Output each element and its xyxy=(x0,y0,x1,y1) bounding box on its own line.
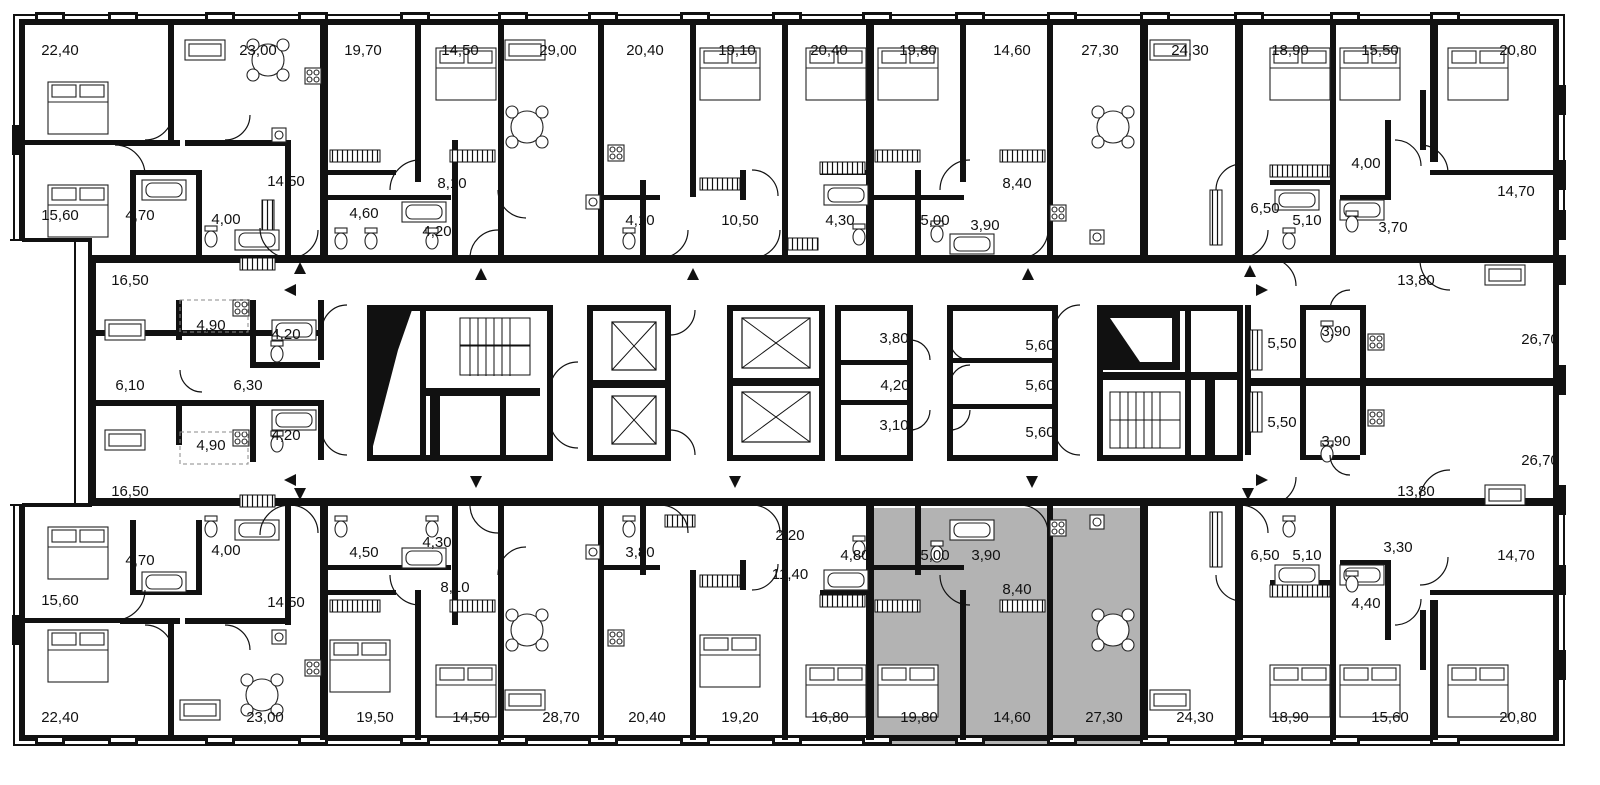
room-area-label: 3,90 xyxy=(1321,323,1350,340)
room-area-label: 4,90 xyxy=(196,437,225,454)
room-area-label: 19,80 xyxy=(899,42,937,59)
room-area-label: 19,70 xyxy=(344,42,382,59)
room-area-label: 3,90 xyxy=(1321,433,1350,450)
room-area-label: 15,50 xyxy=(1361,42,1399,59)
room-area-label: 5,50 xyxy=(1267,414,1296,431)
room-area-label: 4,20 xyxy=(271,427,300,444)
room-area-label: 4,70 xyxy=(125,207,154,224)
room-area-label: 19,20 xyxy=(721,709,759,726)
room-area-label: 29,00 xyxy=(539,42,577,59)
room-area-label: 14,50 xyxy=(452,709,490,726)
room-area-label: 5,10 xyxy=(1292,547,1321,564)
room-area-label: 4,30 xyxy=(825,212,854,229)
room-area-label: 3,30 xyxy=(1383,539,1412,556)
room-area-label: 6,10 xyxy=(115,377,144,394)
corridor-walls xyxy=(90,255,1560,506)
room-area-label: 22,40 xyxy=(41,709,79,726)
room-area-label: 23,00 xyxy=(246,709,284,726)
room-area-label: 5,00 xyxy=(920,212,949,229)
room-area-label: 15,60 xyxy=(41,592,79,609)
room-area-label: 6,30 xyxy=(233,377,262,394)
room-area-label: 4,50 xyxy=(349,544,378,561)
room-area-label: 13,80 xyxy=(1397,483,1435,500)
room-area-label: 15,60 xyxy=(1371,709,1409,726)
room-area-label: 3,10 xyxy=(879,417,908,434)
right-wing xyxy=(1245,305,1565,460)
doors xyxy=(114,111,1451,654)
room-area-label: 19,10 xyxy=(718,42,756,59)
room-area-label: 24,30 xyxy=(1176,709,1214,726)
room-area-label: 4,20 xyxy=(422,223,451,240)
room-area-label: 6,50 xyxy=(1250,200,1279,217)
room-area-label: 5,60 xyxy=(1025,424,1054,441)
room-area-label: 4,90 xyxy=(196,317,225,334)
room-area-label: 16,50 xyxy=(111,272,149,289)
room-area-label: 18,90 xyxy=(1271,42,1309,59)
room-area-label: 4,70 xyxy=(125,552,154,569)
room-area-label: 13,80 xyxy=(1397,272,1435,289)
room-area-label: 16,80 xyxy=(811,709,849,726)
room-area-label: 14,60 xyxy=(993,42,1031,59)
room-area-label: 27,30 xyxy=(1085,709,1123,726)
room-area-label: 4,20 xyxy=(271,326,300,343)
room-area-label: 4,60 xyxy=(349,205,378,222)
room-area-label: 4,00 xyxy=(211,211,240,228)
room-area-label: 3,90 xyxy=(971,547,1000,564)
room-area-label: 8,10 xyxy=(437,175,466,192)
room-area-label: 24,30 xyxy=(1171,42,1209,59)
room-area-label: 22,40 xyxy=(41,42,79,59)
room-area-label: 14,50 xyxy=(267,594,305,611)
room-area-label: 5,60 xyxy=(1025,377,1054,394)
room-area-label: 4,10 xyxy=(625,212,654,229)
room-area-label: 4,40 xyxy=(1351,595,1380,612)
room-area-label: 23,00 xyxy=(239,42,277,59)
room-area-label: 8,40 xyxy=(1002,175,1031,192)
room-area-label: 3,90 xyxy=(970,217,999,234)
storage-outlines xyxy=(179,299,249,465)
room-area-label: 5,60 xyxy=(1025,337,1054,354)
room-area-label: 14,70 xyxy=(1497,183,1535,200)
room-area-label: 14,60 xyxy=(993,709,1031,726)
room-area-label: 19,80 xyxy=(900,709,938,726)
room-area-label: 20,80 xyxy=(1499,709,1537,726)
room-area-label: 3,80 xyxy=(879,330,908,347)
room-area-label: 10,50 xyxy=(721,212,759,229)
room-area-label: 4,20 xyxy=(880,377,909,394)
room-area-label: 5,50 xyxy=(1267,335,1296,352)
room-area-label: 2,20 xyxy=(775,527,804,544)
room-area-label: 18,90 xyxy=(1271,709,1309,726)
room-area-label: 20,40 xyxy=(810,42,848,59)
room-area-label: 11,40 xyxy=(772,566,808,583)
room-labels: 22,40 23,00 19,70 14,50 29,00 20,40 19,1… xyxy=(41,42,1559,726)
room-area-label: 16,50 xyxy=(111,483,149,500)
room-area-label: 4,30 xyxy=(422,534,451,551)
room-area-label: 3,80 xyxy=(625,544,654,561)
room-area-label: 3,70 xyxy=(1378,219,1407,236)
room-area-label: 14,50 xyxy=(267,173,305,190)
room-area-label: 20,80 xyxy=(1499,42,1537,59)
facade-windows xyxy=(12,12,1566,745)
room-area-label: 26,70 xyxy=(1521,331,1559,348)
room-area-label: 5,00 xyxy=(920,547,949,564)
entrance-markers xyxy=(284,262,1268,500)
room-area-label: 4,00 xyxy=(211,542,240,559)
room-area-label: 20,40 xyxy=(626,42,664,59)
room-area-label: 5,10 xyxy=(1292,212,1321,229)
room-area-label: 8,40 xyxy=(1002,581,1031,598)
room-area-label: 20,40 xyxy=(628,709,666,726)
room-area-label: 14,70 xyxy=(1497,547,1535,564)
room-area-label: 28,70 xyxy=(542,709,580,726)
room-area-label: 15,60 xyxy=(41,207,79,224)
room-area-label: 8,10 xyxy=(440,579,469,596)
room-area-label: 4,80 xyxy=(840,547,869,564)
room-area-label: 6,50 xyxy=(1250,547,1279,564)
core xyxy=(367,305,1243,461)
room-area-label: 19,50 xyxy=(356,709,394,726)
room-area-label: 4,00 xyxy=(1351,155,1380,172)
room-area-label: 26,70 xyxy=(1521,452,1559,469)
room-area-label: 14,50 xyxy=(441,42,479,59)
top-partitions xyxy=(22,22,1560,260)
room-area-label: 27,30 xyxy=(1081,42,1119,59)
